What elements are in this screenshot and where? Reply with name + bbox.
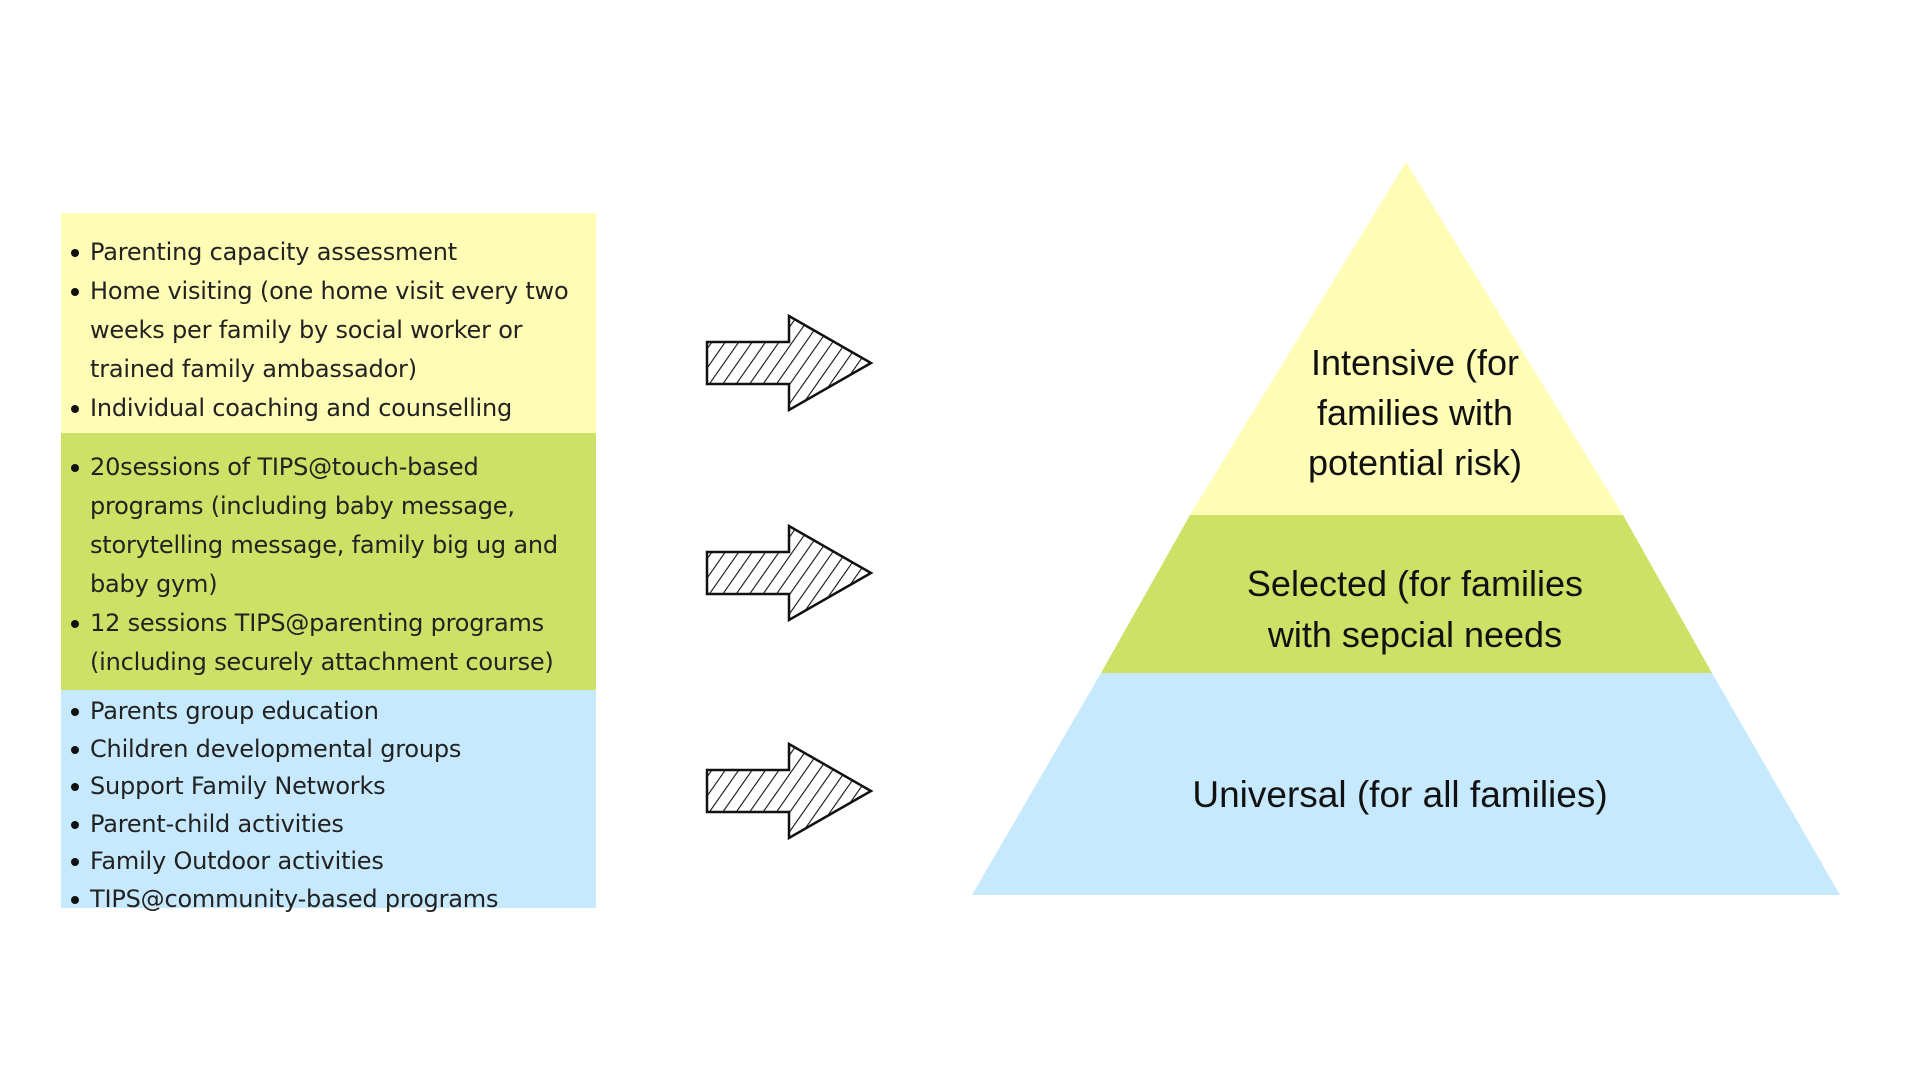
- list-item: Individual coaching and counselling: [71, 389, 596, 428]
- hatched-right-arrow-icon: [705, 524, 874, 623]
- list-item: Family Outdoor activities: [71, 843, 596, 881]
- label-line: Universal (for all families): [1192, 774, 1608, 815]
- pyramid-tier-intensive: [1190, 162, 1623, 515]
- pyramid-label-selected: Selected (for families with sepcial need…: [1170, 558, 1660, 660]
- list-item: Home visiting (one home visit every two …: [71, 272, 596, 389]
- selected-services-list: 20sessions of TIPS@touch-based programs …: [61, 448, 596, 721]
- hatched-right-arrow-icon: [705, 742, 874, 841]
- label-line: potential risk): [1307, 442, 1523, 483]
- pyramid-tier-selected: [1101, 515, 1712, 673]
- universal-services-panel: Parents group education Children develop…: [61, 690, 596, 913]
- list-item: Support Family Networks: [71, 768, 596, 806]
- label-line: families with: [1316, 392, 1514, 433]
- list-item: Parenting capacity assessment: [71, 233, 596, 272]
- list-item: 12 sessions TIPS@parenting programs (inc…: [71, 604, 596, 682]
- selected-services-panel: 20sessions of TIPS@touch-based programs …: [61, 433, 596, 715]
- hatched-right-arrow-icon: [705, 314, 874, 413]
- label-line: with sepcial needs: [1267, 614, 1563, 655]
- intensive-services-list: Parenting capacity assessment Home visit…: [61, 233, 596, 428]
- pyramid-label-universal: Universal (for all families): [1100, 770, 1700, 820]
- list-item: Parents group education: [71, 693, 596, 731]
- list-item: Parent-child activities: [71, 806, 596, 844]
- list-item: Children developmental groups: [71, 731, 596, 769]
- pyramid-label-intensive: Intensive (for families with potential r…: [1255, 338, 1575, 488]
- pyramid-tier-universal: [972, 673, 1840, 895]
- label-line: Intensive (for: [1310, 342, 1520, 383]
- universal-services-list: Parents group education Children develop…: [61, 693, 596, 918]
- label-line: Selected (for families: [1246, 563, 1584, 604]
- list-item: TIPS@community-based programs: [71, 881, 596, 919]
- list-item: 20sessions of TIPS@touch-based programs …: [71, 448, 596, 604]
- intensive-services-panel: Parenting capacity assessment Home visit…: [61, 213, 596, 433]
